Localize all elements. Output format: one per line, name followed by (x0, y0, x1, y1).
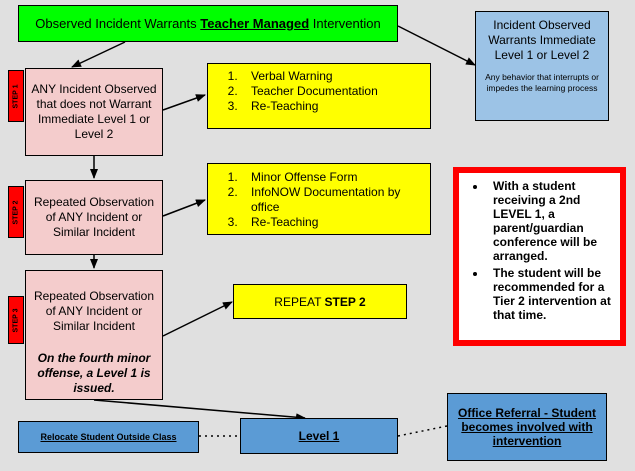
header-prefix: Observed Incident Warrants (35, 16, 201, 31)
level1-box: Level 1 (240, 418, 398, 454)
step1-text: ANY Incident Observed that does not Warr… (31, 82, 157, 141)
immediate-note: Any behavior that interrupts or impedes … (485, 72, 599, 93)
arrow-step2-to-actions (162, 199, 206, 217)
repeat-prefix: REPEAT (274, 294, 325, 309)
arrow-step1-to-actions (162, 94, 206, 111)
dotted-level1-referral (397, 425, 448, 437)
step1-tab: STEP 1 (8, 70, 24, 122)
office-referral-text: Office Referral - Student becomes involv… (457, 406, 597, 448)
relocate-text: Relocate Student Outside Class (40, 431, 177, 442)
step2-tab-label: STEP 2 (12, 200, 20, 224)
step1-actions-box: Verbal Warning Teacher Documentation Re-… (207, 63, 431, 129)
repeat-step2-box: REPEAT STEP 2 (233, 284, 407, 319)
step3-text: Repeated Observation of ANY Incident or … (33, 289, 155, 333)
notice-item: With a student receiving a 2nd LEVEL 1, … (487, 179, 614, 263)
immediate-title: Incident Observed Warrants Immediate Lev… (488, 18, 596, 62)
immediate-level-box: Incident Observed Warrants Immediate Lev… (475, 11, 609, 121)
header-suffix: Intervention (309, 16, 381, 31)
notice-item: The student will be recommended for a Ti… (487, 266, 614, 322)
arrow-header-to-step1 (71, 41, 126, 68)
step3-box: Repeated Observation of ANY Incident or … (25, 270, 163, 400)
notice-list: With a student receiving a 2nd LEVEL 1, … (459, 179, 614, 322)
relocate-box: Relocate Student Outside Class (18, 421, 199, 453)
step2-action: Re-Teaching (241, 215, 430, 230)
arrow-step3-to-level1 (93, 399, 306, 422)
arrow-header-to-immediate (397, 25, 476, 66)
repeat-text: REPEAT STEP 2 (274, 295, 365, 309)
level1-text: Level 1 (298, 429, 340, 443)
step3-tab-label: STEP 3 (12, 308, 20, 332)
step2-actions-box: Minor Offense Form InfoNOW Documentation… (207, 163, 431, 235)
arrow-step3-to-repeat (162, 301, 233, 337)
step2-tab: STEP 2 (8, 186, 24, 238)
step1-action-list: Verbal Warning Teacher Documentation Re-… (208, 69, 430, 114)
step1-action: Teacher Documentation (241, 84, 430, 99)
step2-action-list: Minor Offense Form InfoNOW Documentation… (208, 170, 430, 230)
step2-text: Repeated Observation of ANY Incident or … (33, 195, 155, 239)
office-referral-box: Office Referral - Student becomes involv… (447, 393, 607, 461)
step3-tab: STEP 3 (8, 296, 24, 344)
notice-box: With a student receiving a 2nd LEVEL 1, … (453, 167, 626, 346)
header-box: Observed Incident Warrants Teacher Manag… (18, 5, 398, 42)
step1-tab-label: STEP 1 (12, 84, 20, 108)
step1-box: ANY Incident Observed that does not Warr… (25, 68, 163, 156)
step3-note: On the fourth minor offense, a Level 1 i… (37, 351, 151, 395)
header-text: Observed Incident Warrants Teacher Manag… (35, 16, 380, 31)
repeat-emphasis: STEP 2 (324, 294, 366, 309)
step2-action: Minor Offense Form (241, 170, 430, 185)
step1-action: Verbal Warning (241, 69, 430, 84)
step2-action: InfoNOW Documentation by office (241, 185, 430, 215)
step1-action: Re-Teaching (241, 99, 430, 114)
header-emphasis: Teacher Managed (200, 16, 310, 31)
step2-box: Repeated Observation of ANY Incident or … (25, 180, 163, 255)
